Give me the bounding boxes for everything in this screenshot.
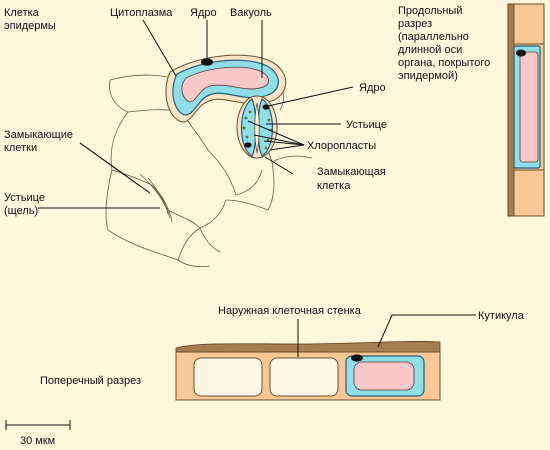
cuticle-layer — [175, 341, 441, 355]
stoma — [236, 95, 278, 159]
label-epidermis-cell-2: эпидермы — [4, 20, 56, 32]
label-cuticle: Кутикула — [478, 310, 525, 322]
stoma-pore — [254, 102, 260, 154]
stoma-slit-drawing — [139, 173, 173, 223]
label-nucleus-right: Ядро — [359, 82, 386, 94]
label-guard-cell-2: клетка — [317, 180, 351, 192]
label-stoma: Устьице — [346, 119, 387, 131]
cross-section — [175, 341, 441, 401]
nucleus-guard-left — [244, 142, 252, 148]
epidermis-cell — [165, 54, 287, 123]
label-cytoplasm: Цитоплазма — [110, 7, 173, 19]
label-longitudinal-2: разрез — [398, 18, 432, 30]
scale-label: 30 мкм — [20, 435, 55, 447]
label-guard-cells-2: клетки — [4, 142, 37, 154]
label-nucleus-top: Ядро — [190, 7, 217, 19]
label-stoma-slit-1: Устьице — [4, 192, 45, 204]
label-cross-section: Поперечный разрез — [40, 375, 141, 387]
label-guard-cell-1: Замыкающая — [317, 166, 386, 178]
labels: Клетка эпидермы Цитоплазма Ядро Вакуоль … — [4, 5, 525, 387]
scale-bar: 30 мкм — [5, 420, 71, 447]
label-longitudinal-5: органа, покрытого — [398, 57, 490, 69]
longitudinal-section — [507, 3, 545, 217]
label-vacuole: Вакуоль — [230, 7, 272, 19]
nucleus-epidermis — [201, 58, 213, 66]
label-longitudinal-3: (параллельно — [398, 31, 469, 43]
nucleus-longitudinal — [516, 49, 526, 57]
label-outer-wall: Наружная клеточная стенка — [218, 305, 362, 317]
label-guard-cells-1: Замыкающие — [4, 129, 73, 141]
label-longitudinal-1: Продольный — [398, 5, 462, 17]
nucleus-guard-right — [262, 104, 270, 110]
label-epidermis-cell-1: Клетка — [4, 7, 40, 19]
leader-lines — [38, 19, 476, 357]
label-longitudinal-6: эпидермой) — [398, 70, 458, 82]
nucleus-cross — [351, 354, 363, 362]
label-chloroplasts: Хлоропласты — [307, 140, 376, 152]
label-stoma-slit-2: (щель) — [4, 205, 38, 217]
vacuole — [181, 66, 269, 103]
label-longitudinal-4: длинной оси — [398, 44, 462, 56]
